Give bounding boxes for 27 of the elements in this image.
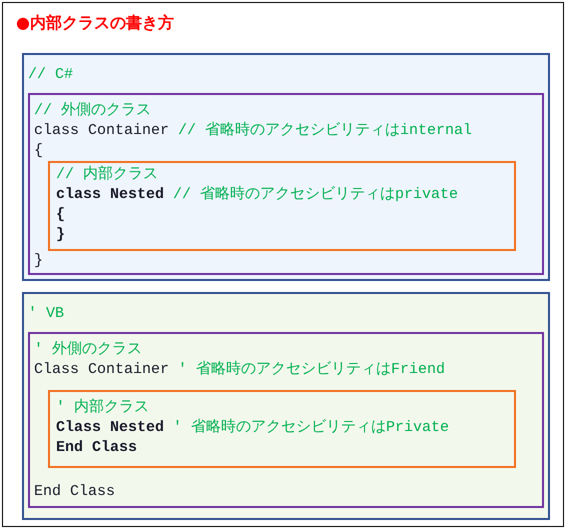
- code-comment: ' VB: [28, 305, 64, 322]
- code-comment: ' 省略時のアクセシビリティはPrivate: [172, 419, 450, 436]
- code-text: End Class: [34, 483, 116, 500]
- code-comment: ' 外側のクラス: [34, 341, 142, 358]
- code-comment: // 省略時のアクセシビリティはprivate: [172, 186, 458, 203]
- code-comment: // 省略時のアクセシビリティはinternal: [177, 122, 472, 139]
- code-comment: // 内部クラス: [56, 166, 158, 183]
- code-text: }: [56, 226, 66, 243]
- code-box: [28, 332, 544, 508]
- code-text: End Class: [56, 439, 138, 456]
- code-text: {: [56, 206, 66, 223]
- code-text: Class Nested: [56, 419, 164, 436]
- code-comment: ' 省略時のアクセシビリティはFriend: [177, 361, 446, 378]
- code-comment: ' 内部クラス: [56, 399, 150, 416]
- code-comment: // C#: [28, 66, 74, 83]
- code-text: class Container: [34, 122, 170, 139]
- code-box: [48, 161, 516, 251]
- code-text: {: [34, 142, 44, 159]
- code-box: [22, 53, 550, 281]
- code-text: Class Container: [34, 361, 170, 378]
- code-box: [22, 292, 550, 520]
- heading: ●内部クラスの書き方: [16, 13, 174, 34]
- code-box: [28, 93, 544, 275]
- code-text: class Nested: [56, 186, 164, 203]
- code-comment: // 外側のクラス: [34, 102, 152, 119]
- code-box: [48, 390, 516, 468]
- code-text: }: [34, 252, 44, 269]
